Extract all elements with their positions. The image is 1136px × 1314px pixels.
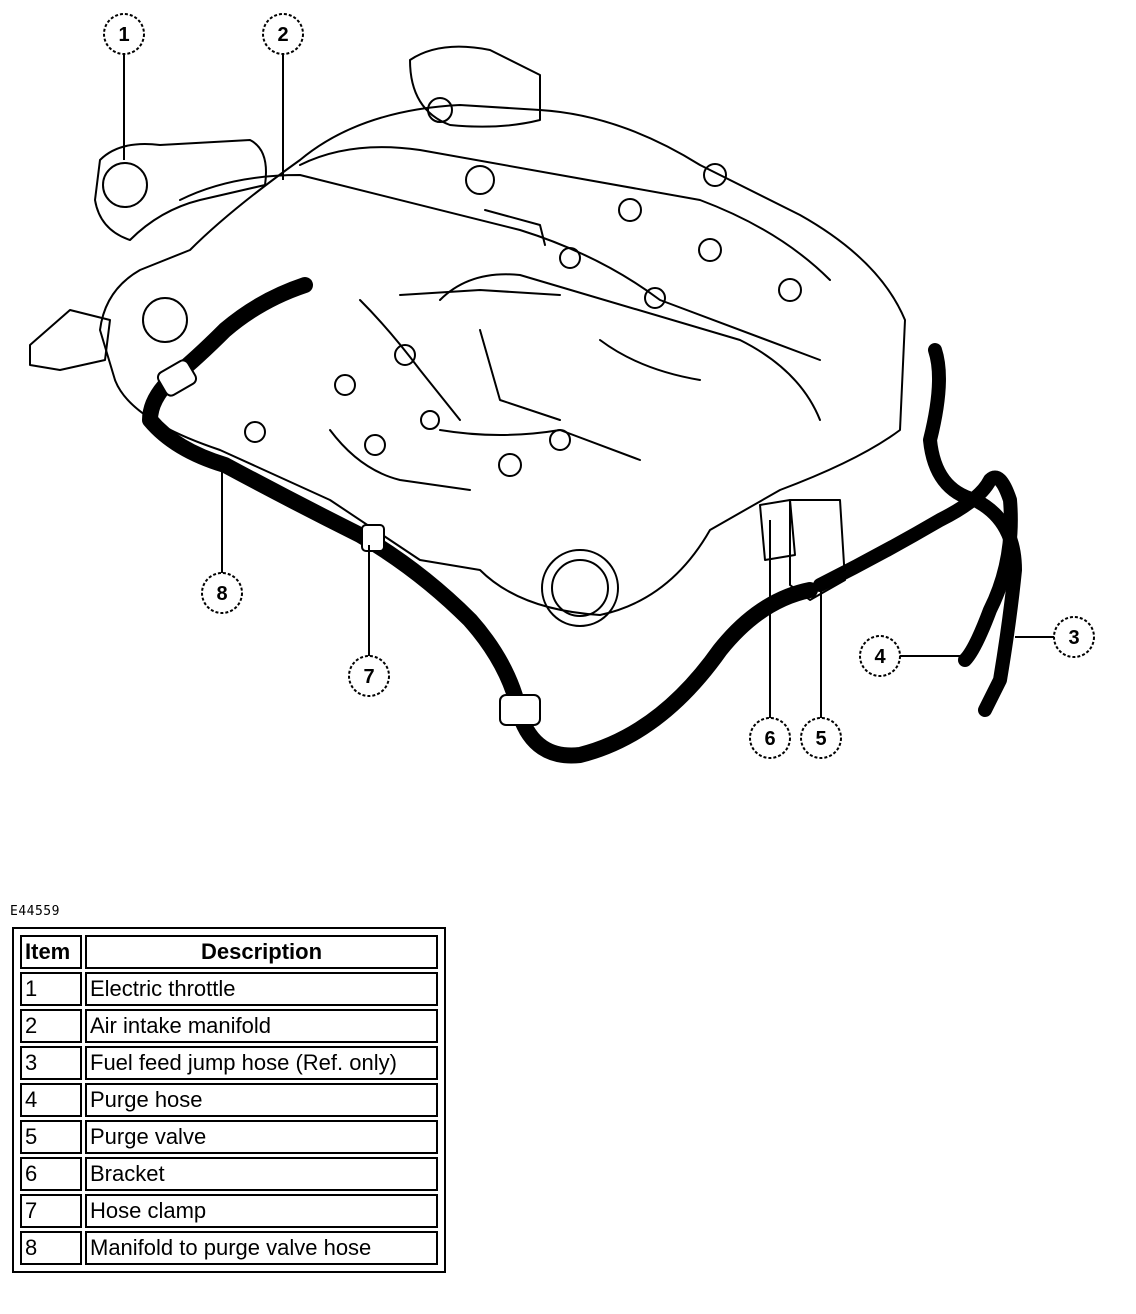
manifold-body — [99, 104, 906, 616]
svg-text:7: 7 — [363, 666, 374, 688]
callout-4: 4 — [859, 635, 901, 677]
svg-text:5: 5 — [815, 728, 826, 750]
svg-text:3: 3 — [1068, 627, 1079, 649]
legend-row: 3 Fuel feed jump hose (Ref. only) — [20, 1046, 438, 1080]
callout-1: 1 — [103, 13, 145, 55]
callout-7: 7 — [348, 655, 390, 697]
legend-item-description: Manifold to purge valve hose — [85, 1231, 438, 1265]
legend-item-number: 2 — [20, 1009, 82, 1043]
legend-item-description: Bracket — [85, 1157, 438, 1191]
legend-item-description: Hose clamp — [85, 1194, 438, 1228]
legend-row: 8 Manifold to purge valve hose — [20, 1231, 438, 1265]
header-item: Item — [20, 935, 82, 969]
legend-row: 1 Electric throttle — [20, 972, 438, 1006]
manifold-to-purge-valve-hose — [142, 277, 818, 764]
callout-8: 8 — [201, 572, 243, 614]
purge-valve — [789, 499, 846, 601]
callout-3: 3 — [1053, 616, 1095, 658]
legend-item-number: 7 — [20, 1194, 82, 1228]
legend-item-description: Purge valve — [85, 1120, 438, 1154]
legend-item-number: 3 — [20, 1046, 82, 1080]
legend-item-number: 1 — [20, 972, 82, 1006]
legend-item-description: Purge hose — [85, 1083, 438, 1117]
legend-item-description: Electric throttle — [85, 972, 438, 1006]
svg-text:6: 6 — [764, 728, 775, 750]
svg-text:4: 4 — [874, 646, 886, 668]
electric-throttle — [94, 139, 267, 241]
bracket — [759, 499, 796, 561]
header-description: Description — [85, 935, 438, 969]
legend-table: Item Description 1 Electric throttle 2 A… — [12, 927, 446, 1273]
callout-6: 6 — [749, 717, 791, 759]
legend-item-number: 4 — [20, 1083, 82, 1117]
legend-item-description: Air intake manifold — [85, 1009, 438, 1043]
callout-2: 2 — [262, 13, 304, 55]
legend-row: 7 Hose clamp — [20, 1194, 438, 1228]
hose-clamp — [361, 524, 385, 552]
figure-reference-code: E44559 — [10, 904, 60, 919]
callouts: 1 2 3 4 5 6 7 8 — [103, 13, 1095, 759]
svg-text:1: 1 — [118, 24, 129, 46]
legend-item-number: 5 — [20, 1120, 82, 1154]
svg-text:8: 8 — [216, 583, 227, 605]
legend-item-description: Fuel feed jump hose (Ref. only) — [85, 1046, 438, 1080]
intake-manifold-diagram: 1 2 3 4 5 6 7 8 — [29, 13, 1095, 764]
legend-header-row: Item Description — [20, 935, 438, 969]
fuel-feed-jump-hose — [923, 343, 1022, 717]
legend-row: 5 Purge valve — [20, 1120, 438, 1154]
legend-row: 4 Purge hose — [20, 1083, 438, 1117]
legend-row: 2 Air intake manifold — [20, 1009, 438, 1043]
legend-row: 6 Bracket — [20, 1157, 438, 1191]
purge-hose — [813, 470, 1018, 667]
svg-text:2: 2 — [277, 24, 288, 46]
legend-item-number: 6 — [20, 1157, 82, 1191]
callout-5: 5 — [800, 717, 842, 759]
legend-item-number: 8 — [20, 1231, 82, 1265]
